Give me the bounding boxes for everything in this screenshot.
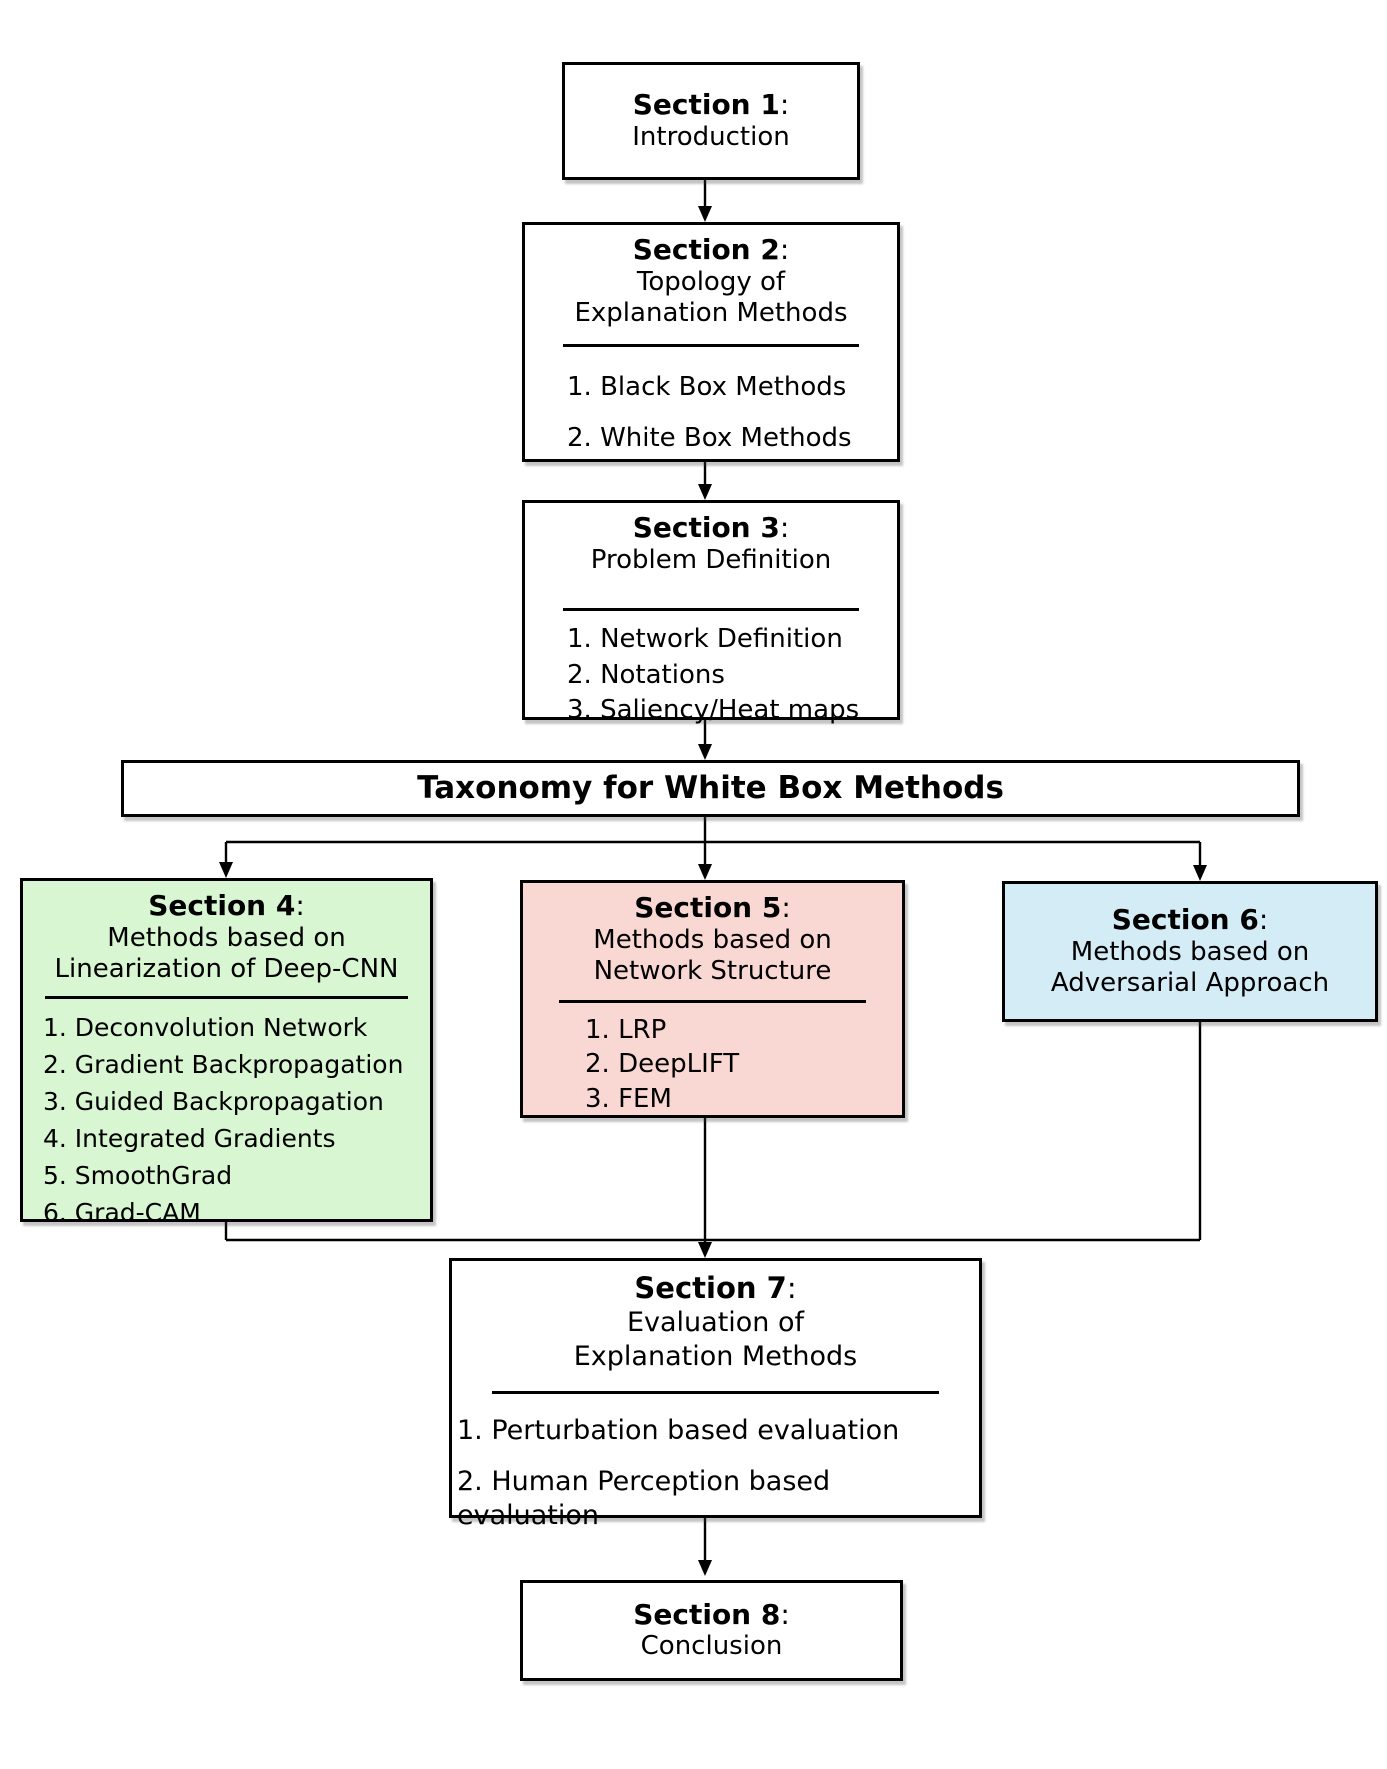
- section-8-box: Section 8: Conclusion: [520, 1580, 903, 1681]
- subtitle-line: Methods based on: [1070, 936, 1310, 967]
- list-item: 3. Guided Backpropagation: [43, 1087, 384, 1117]
- separator-line: [492, 1391, 939, 1395]
- section-8-title-colon: :: [780, 1597, 790, 1631]
- subtitle-line: Explanation Methods: [574, 298, 848, 329]
- list-item: 6. Grad-CAM: [43, 1198, 201, 1228]
- section-3-title: Section 3:: [525, 511, 897, 545]
- subtitle-line: Network Structure: [593, 956, 832, 987]
- section-1-title: Section 1:: [565, 88, 857, 122]
- section-8-title: Section 8:: [523, 1598, 900, 1632]
- list-item: 2. Notations: [567, 659, 725, 690]
- separator-line: [45, 996, 408, 1000]
- separator-line: [563, 344, 859, 348]
- taxonomy-bar: Taxonomy for White Box Methods: [121, 760, 1300, 817]
- list-item: 3. Saliency/Heat maps: [567, 694, 860, 725]
- section-6-box: Section 6: Methods based on Adversarial …: [1002, 881, 1378, 1022]
- section-8-title-text: Section 8: [633, 1597, 781, 1631]
- section-5-title: Section 5:: [523, 891, 902, 925]
- section-2-box: Section 2: Topology of Explanation Metho…: [522, 222, 900, 462]
- taxonomy-bar-label: Taxonomy for White Box Methods: [417, 770, 1004, 806]
- section-7-title-colon: :: [786, 1271, 797, 1305]
- section-2-items: 1. Black Box Methods 2. White Box Method…: [525, 353, 897, 456]
- subtitle-line: Topology of: [636, 266, 786, 297]
- separator-line: [559, 1000, 866, 1004]
- section-7-title-text: Section 7: [634, 1271, 787, 1305]
- subtitle-line: Methods based on: [593, 924, 832, 955]
- subtitle-line: Introduction: [632, 121, 790, 152]
- section-6-title-text: Section 6: [1111, 902, 1259, 936]
- section-5-items: 1. LRP 2. DeepLIFT 3. FEM: [523, 1013, 902, 1116]
- section-6-title: Section 6:: [1005, 903, 1375, 937]
- section-7-items: 1. Perturbation based evaluation 2. Huma…: [452, 1398, 979, 1534]
- subtitle-line: Methods based on: [107, 922, 346, 953]
- arrow-s1-s2-head: [698, 206, 712, 222]
- section-6-title-colon: :: [1258, 902, 1269, 936]
- list-item: 2. Human Perception based evaluation: [457, 1465, 831, 1532]
- section-3-box: Section 3: Problem Definition 1. Network…: [522, 500, 900, 725]
- subtitle-line: Explanation Methods: [573, 1340, 858, 1372]
- list-item: 1. Network Definition: [567, 624, 843, 655]
- section-3-title-text: Section 3: [632, 511, 780, 544]
- section-2-title-colon: :: [779, 233, 790, 266]
- subtitle-line: Evaluation of: [626, 1306, 805, 1338]
- list-item: 2. Gradient Backpropagation: [43, 1050, 404, 1080]
- branch-center-head: [698, 864, 712, 880]
- arrow-s7-s8-head: [698, 1560, 712, 1576]
- list-item: 1. LRP: [585, 1015, 667, 1046]
- section-3-items: 1. Network Definition 2. Notations 3. Sa…: [525, 621, 897, 727]
- list-item: 1. Deconvolution Network: [43, 1013, 368, 1043]
- branch-left-head: [219, 862, 233, 878]
- section-4-title-colon: :: [295, 889, 305, 922]
- section-2-title-text: Section 2: [632, 233, 780, 266]
- section-2-title: Section 2:: [525, 233, 897, 267]
- section-4-box: Section 4: Methods based on Linearizatio…: [20, 878, 433, 1227]
- section-5-box: Section 5: Methods based on Network Stru…: [520, 880, 905, 1118]
- list-item: 3. FEM: [585, 1083, 672, 1114]
- section-7-title: Section 7:: [452, 1271, 979, 1306]
- section-5-title-text: Section 5: [634, 891, 782, 924]
- list-item: 2. White Box Methods: [567, 423, 852, 454]
- separator-line: [563, 608, 859, 612]
- section-1-title-colon: :: [779, 88, 790, 122]
- arrow-s3-taxonomy-head: [698, 744, 712, 760]
- section-4-title-text: Section 4: [148, 889, 296, 922]
- list-item: 1. Black Box Methods: [567, 372, 847, 403]
- list-item: 4. Integrated Gradients: [43, 1124, 336, 1154]
- section-7-box: Section 7: Evaluation of Explanation Met…: [449, 1258, 982, 1531]
- subtitle-line: Linearization of Deep-CNN: [54, 954, 399, 985]
- subtitle-line: Conclusion: [640, 1631, 783, 1662]
- section-1-title-text: Section 1: [632, 88, 780, 122]
- section-4-items: 1. Deconvolution Network 2. Gradient Bac…: [23, 1007, 430, 1229]
- section-4-title: Section 4:: [23, 889, 430, 923]
- arrow-s2-s3-head: [698, 484, 712, 500]
- subtitle-line: Problem Definition: [590, 544, 832, 575]
- subtitle-line: Adversarial Approach: [1050, 968, 1330, 999]
- section-5-title-colon: :: [781, 891, 791, 924]
- list-item: 1. Perturbation based evaluation: [457, 1415, 900, 1447]
- branch-right-head: [1193, 865, 1207, 881]
- section-1-box: Section 1: Introduction: [562, 62, 860, 180]
- section-3-title-colon: :: [779, 511, 790, 544]
- list-item: 5. SmoothGrad: [43, 1161, 233, 1191]
- arrow-merge-s7-head: [698, 1242, 712, 1258]
- list-item: 2. DeepLIFT: [585, 1049, 740, 1080]
